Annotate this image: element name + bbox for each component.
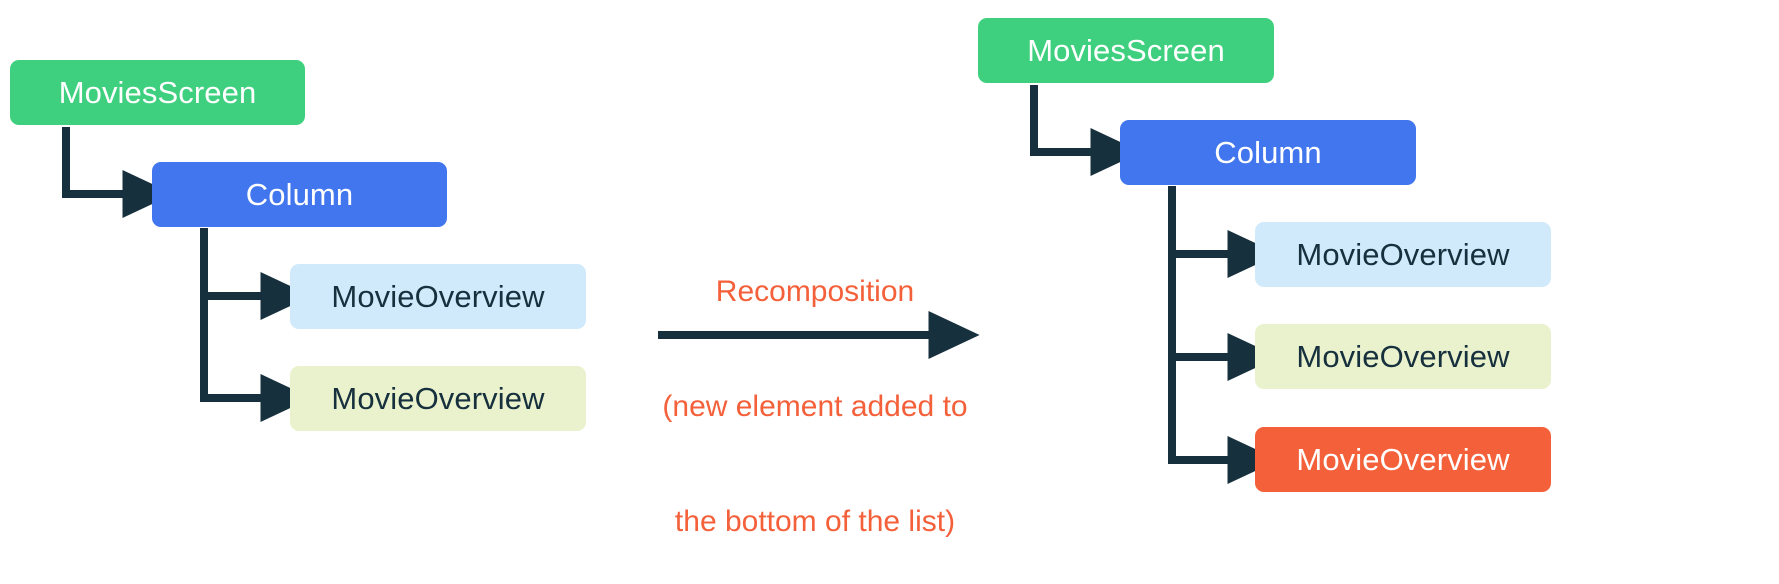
transition-label-line-3: the bottom of the list)	[674, 505, 956, 539]
left-movies-screen-node[interactable]: MoviesScreen	[10, 60, 305, 125]
left-edge-column-to-overviews	[200, 228, 312, 422]
node-label: Column	[245, 177, 354, 212]
transition-label: Recomposition (new element added to the …	[650, 196, 980, 584]
node-label: MovieOverview	[331, 279, 545, 314]
right-movie-overview-node-1[interactable]: MovieOverview	[1255, 222, 1551, 287]
right-movies-screen-node[interactable]: MoviesScreen	[978, 18, 1274, 83]
left-edge-screen-to-column	[62, 127, 174, 218]
node-label: Column	[1214, 135, 1322, 170]
left-movie-overview-node-2[interactable]: MovieOverview	[290, 366, 586, 431]
left-movie-overview-node-1[interactable]: MovieOverview	[290, 264, 586, 329]
right-movie-overview-node-3-new[interactable]: MovieOverview	[1255, 427, 1551, 492]
left-column-node[interactable]: Column	[152, 162, 447, 227]
right-edge-screen-to-column	[1030, 85, 1142, 176]
node-label: MovieOverview	[1296, 237, 1510, 272]
node-label: MoviesScreen	[58, 75, 257, 110]
node-label: MovieOverview	[1296, 339, 1510, 374]
node-label: MovieOverview	[1296, 442, 1510, 477]
right-movie-overview-node-2[interactable]: MovieOverview	[1255, 324, 1551, 389]
right-column-node[interactable]: Column	[1120, 120, 1416, 185]
transition-label-line-1: Recomposition	[715, 274, 915, 308]
transition-label-line-2: (new element added to	[662, 389, 968, 423]
node-label: MovieOverview	[331, 381, 545, 416]
right-edge-column-to-overviews	[1168, 186, 1279, 484]
node-label: MoviesScreen	[1027, 33, 1225, 68]
